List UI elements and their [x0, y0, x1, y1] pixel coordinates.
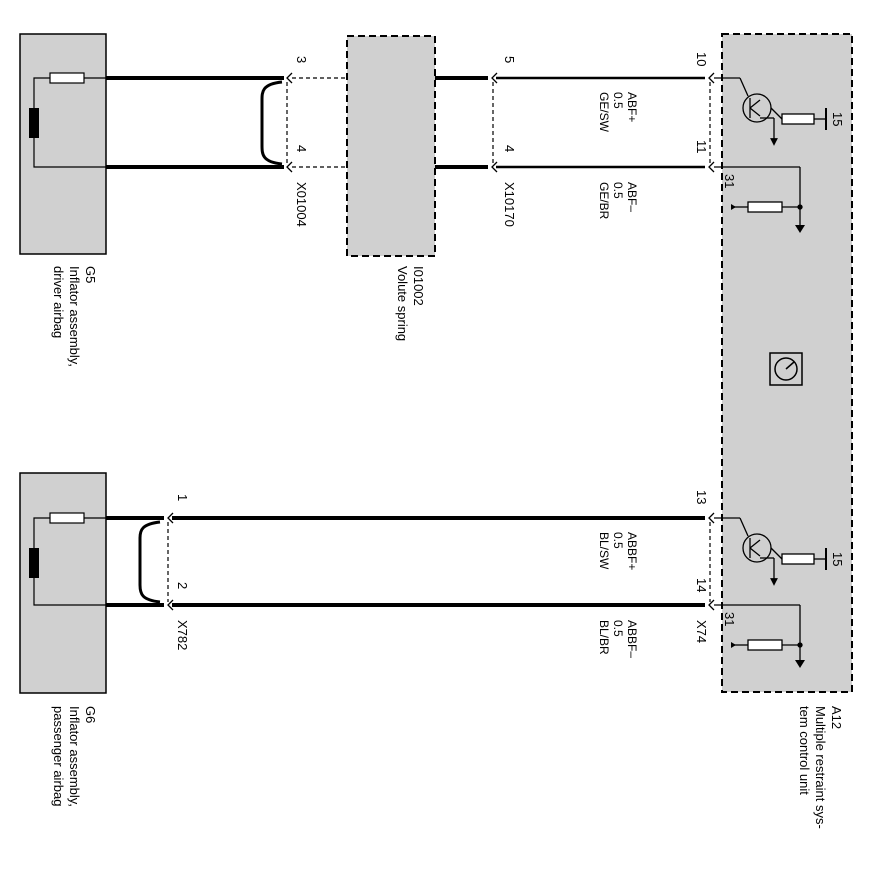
upper-connector-marks — [286, 72, 715, 173]
lower-connector-marks — [167, 512, 715, 611]
a12-desc-line1: Multiple restraint sys- — [813, 706, 828, 829]
i01002-volute-spring — [346, 35, 436, 257]
a12-desc-line2: tem control unit — [797, 706, 812, 795]
g6-ref: G6 — [83, 706, 98, 723]
upper-wiring — [106, 76, 711, 169]
x10170-pin-5: 5 — [502, 56, 517, 63]
x74-pin-10: 10 — [694, 52, 709, 66]
abf-plus-color: GE/SW — [597, 92, 611, 133]
g5-squib-icon — [29, 108, 39, 138]
upper-terminal-31: 31 — [722, 174, 737, 188]
diagnosis-icon — [769, 352, 803, 386]
abf-minus-signal: ABF– — [625, 182, 639, 212]
a12-upper-circuit — [714, 77, 827, 225]
abbf-plus-size: 0.5 — [611, 532, 625, 549]
upper-resistor-15-icon — [781, 113, 815, 125]
lower-resistor-31-icon — [747, 639, 783, 651]
x782-pin-2: 2 — [175, 582, 190, 589]
a12-ref: A12 — [829, 706, 844, 729]
x10170-pin-4: 4 — [502, 145, 517, 152]
g5-resistor-icon — [49, 72, 85, 84]
abbf-minus-color: BL/BR — [597, 620, 611, 655]
upper-resistor-31-icon — [747, 201, 783, 213]
abbf-minus-signal: ABBF– — [625, 620, 639, 658]
abbf-plus-signal: ABBF+ — [625, 532, 639, 570]
lower-terminal-15: 15 — [830, 552, 845, 566]
lower-wiring — [106, 516, 711, 607]
x01004-label: X01004 — [294, 182, 309, 227]
upper-ground-icon — [795, 225, 805, 233]
g6-desc-line2: passenger airbag — [51, 706, 66, 806]
g5-ref: G5 — [83, 266, 98, 283]
abbf-plus-color: BL/SW — [597, 532, 611, 570]
abbf-minus-size: 0.5 — [611, 620, 625, 637]
i01002-desc: Volute spring — [395, 266, 410, 341]
abf-minus-color: GE/BR — [597, 182, 611, 220]
lower-ground-icon — [795, 660, 805, 668]
x74-pin-11: 11 — [694, 140, 709, 154]
lower-resistor-15-icon — [781, 553, 815, 565]
x74-label: X74 — [694, 620, 709, 643]
upper-terminal-15: 15 — [830, 112, 845, 126]
x74-pin-14: 14 — [694, 578, 709, 592]
x01004-pin-4: 4 — [294, 145, 309, 152]
x10170-label: X10170 — [502, 182, 517, 227]
g5-desc-line1: Inflator assembly, — [67, 266, 82, 367]
g5-inflator-driver — [19, 33, 107, 255]
g6-squib-icon — [29, 548, 39, 578]
x01004-pin-3: 3 — [294, 56, 309, 63]
i01002-ref: I01002 — [411, 266, 426, 306]
g6-resistor-icon — [49, 512, 85, 524]
abf-plus-signal: ABF+ — [625, 92, 639, 122]
lower-terminal-31: 31 — [722, 612, 737, 626]
a12-control-unit — [721, 33, 853, 693]
abf-minus-size: 0.5 — [611, 182, 625, 199]
x74-pin-13: 13 — [694, 490, 709, 504]
g6-desc-line1: Inflator assembly, — [67, 706, 82, 807]
a12-lower-circuit — [714, 517, 827, 660]
abf-plus-size: 0.5 — [611, 92, 625, 109]
g6-inflator-passenger — [19, 472, 107, 694]
x782-pin-1: 1 — [175, 494, 190, 501]
x782-label: X782 — [175, 620, 190, 650]
g5-desc-line2: driver airbag — [51, 266, 66, 338]
